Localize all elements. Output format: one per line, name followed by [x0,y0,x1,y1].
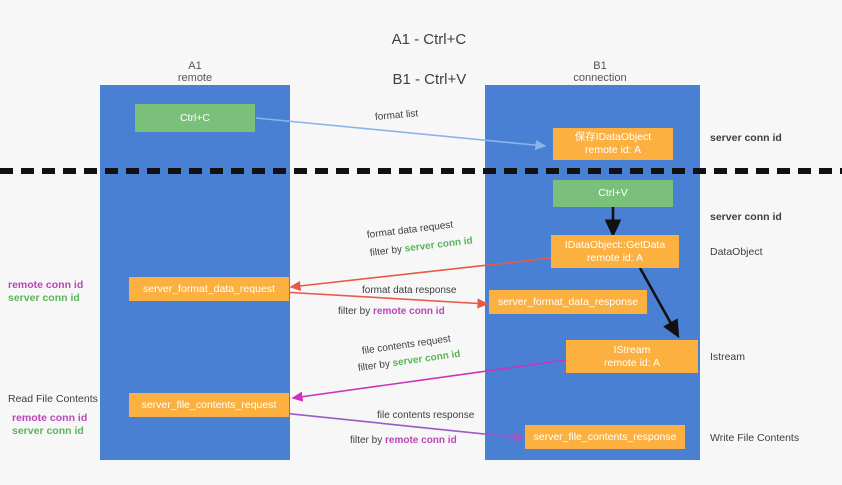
caption-filter-value-2: remote conn id [373,306,445,317]
node-ctrl-v[interactable]: Ctrl+V [553,180,673,207]
node-server-format-data-request[interactable]: server_format_data_request [129,277,289,301]
left-label-conn-id-group-1: remote conn id server conn id [8,279,83,305]
node-save-idataobject[interactable]: 保存IDataObject remote id: A [553,128,673,160]
left-label-remote-conn-id-2: remote conn id [12,412,88,424]
node-istream[interactable]: IStream remote id: A [566,340,698,373]
left-label-server-conn-id-2: server conn id [12,425,84,437]
caption-filter-prefix-1: filter by [369,243,406,259]
caption-file-contents-response-filter: filter by remote conn id [350,434,457,447]
column-b1-name: B1 [593,60,607,72]
left-label-server-conn-id-1: server conn id [8,292,80,304]
page-title: A1 - Ctrl+C B1 - Ctrl+V [0,10,842,110]
caption-filter-value-4: remote conn id [385,435,457,446]
node-server-format-data-response[interactable]: server_format_data_response [489,290,647,314]
caption-format-data-response-filter: filter by remote conn id [338,305,445,318]
caption-filter-value-1: server conn id [404,235,474,255]
right-label-server-conn-id-2: server conn id [710,211,782,223]
node-istream-line2: remote id: A [603,356,661,369]
right-label-istream: Istream [710,351,746,363]
caption-format-list: format list [374,108,419,123]
left-label-conn-id-group-2: remote conn id server conn id [12,412,87,438]
right-label-write-file-contents: Write File Contents [710,432,800,444]
right-label-server-conn-id-1: server conn id [710,132,782,144]
node-server-file-contents-request[interactable]: server_file_contents_request [129,393,289,417]
node-save-idataobject-line2: remote id: A [584,144,642,156]
node-server-format-data-response-label: server_format_data_response [497,295,639,308]
column-a1-sub: remote [177,72,213,84]
column-header-b1: B1 connection [545,60,655,84]
node-getdata-line2: remote id: A [586,251,644,264]
node-getdata-line1: IDataObject::GetData [564,238,666,251]
caption-filter-prefix-2: filter by [338,306,374,317]
node-ctrl-c-label: Ctrl+C [179,111,211,124]
title-line-2: B1 - Ctrl+V [392,71,467,88]
node-server-file-contents-request-label: server_file_contents_request [141,398,277,411]
left-label-remote-conn-id-1: remote conn id [8,279,84,291]
left-label-read-file-contents: Read File Contents [8,393,98,405]
column-a1-name: A1 [188,60,202,72]
caption-format-data-response: format data response [362,285,457,296]
node-ctrl-c[interactable]: Ctrl+C [135,104,255,132]
caption-filter-prefix-4: filter by [350,435,386,446]
column-header-a1: A1 remote [140,60,250,84]
caption-filter-prefix-3: filter by [357,358,394,374]
node-ctrl-v-label: Ctrl+V [598,187,628,199]
node-save-idataobject-line1: 保存IDataObject [574,131,652,143]
right-label-dataobject: DataObject [710,246,763,258]
node-server-file-contents-response-label: server_file_contents_response [533,430,677,443]
column-b1-sub: connection [573,72,627,84]
title-line-1: A1 - Ctrl+C [391,31,467,48]
phase-divider [0,168,842,174]
node-server-format-data-request-label: server_format_data_request [143,282,275,295]
node-server-file-contents-response[interactable]: server_file_contents_response [525,425,685,449]
node-getdata[interactable]: IDataObject::GetData remote id: A [551,235,679,268]
caption-file-contents-response: file contents response [377,410,475,421]
node-istream-line1: IStream [613,343,651,356]
